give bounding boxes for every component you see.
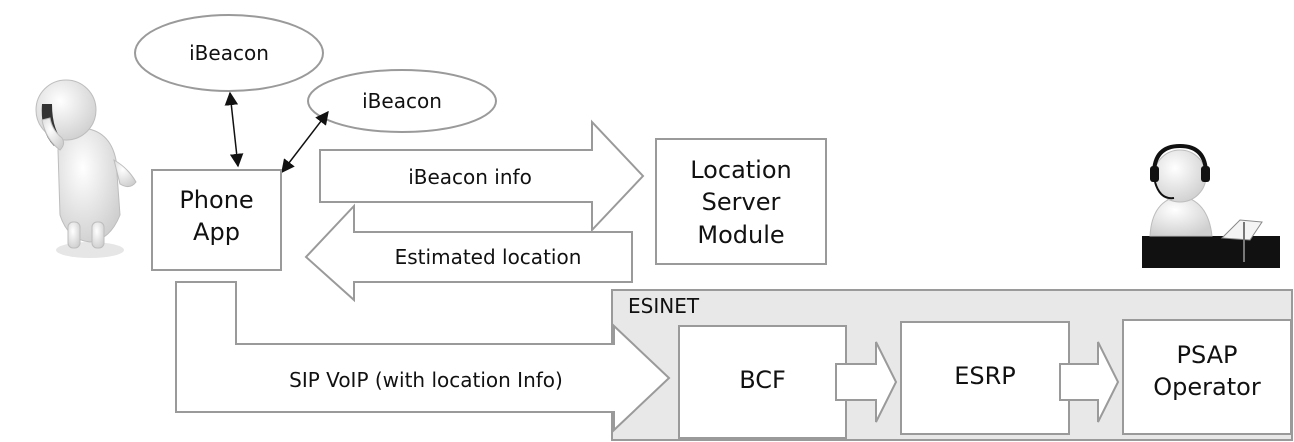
- bcf-box: [678, 325, 847, 439]
- esrp-box: [900, 321, 1070, 435]
- ibeacon-info-label: iBeacon info: [408, 165, 532, 189]
- location-server-label: Location Server Module: [690, 156, 792, 249]
- ibeacon-label-1: iBeacon: [189, 41, 269, 65]
- estimated-location-label: Estimated location: [394, 245, 582, 269]
- ibeacon-info-arrow: [319, 119, 645, 233]
- ibeacon-ellipse-2: [307, 69, 497, 133]
- phone-user-illustration: [35, 79, 137, 258]
- estimated-location-arrow: [304, 203, 633, 303]
- sip-voip-label: SIP VoIP (with location Info): [289, 368, 563, 392]
- esrp-label: ESRP: [954, 362, 1016, 390]
- location-server-box: [655, 138, 827, 265]
- phone-app-label: Phone App: [179, 186, 254, 247]
- sip-voip-arrow: [175, 281, 671, 433]
- ibeacon-ellipse-1: [134, 14, 324, 92]
- bcf-esrp-arrow: [835, 341, 898, 423]
- bcf-label: BCF: [739, 366, 786, 394]
- operator-illustration: [1142, 143, 1280, 268]
- psap-box: [1122, 319, 1292, 435]
- phone-app-box: [151, 169, 282, 271]
- beacon1-app-connector: [224, 91, 244, 168]
- beacon2-app-connector: [281, 110, 329, 174]
- esinet-label: ESINET: [628, 294, 700, 318]
- ibeacon-label-2: iBeacon: [362, 89, 442, 113]
- esrp-psap-arrow: [1059, 341, 1120, 423]
- psap-label: PSAP Operator: [1153, 341, 1261, 402]
